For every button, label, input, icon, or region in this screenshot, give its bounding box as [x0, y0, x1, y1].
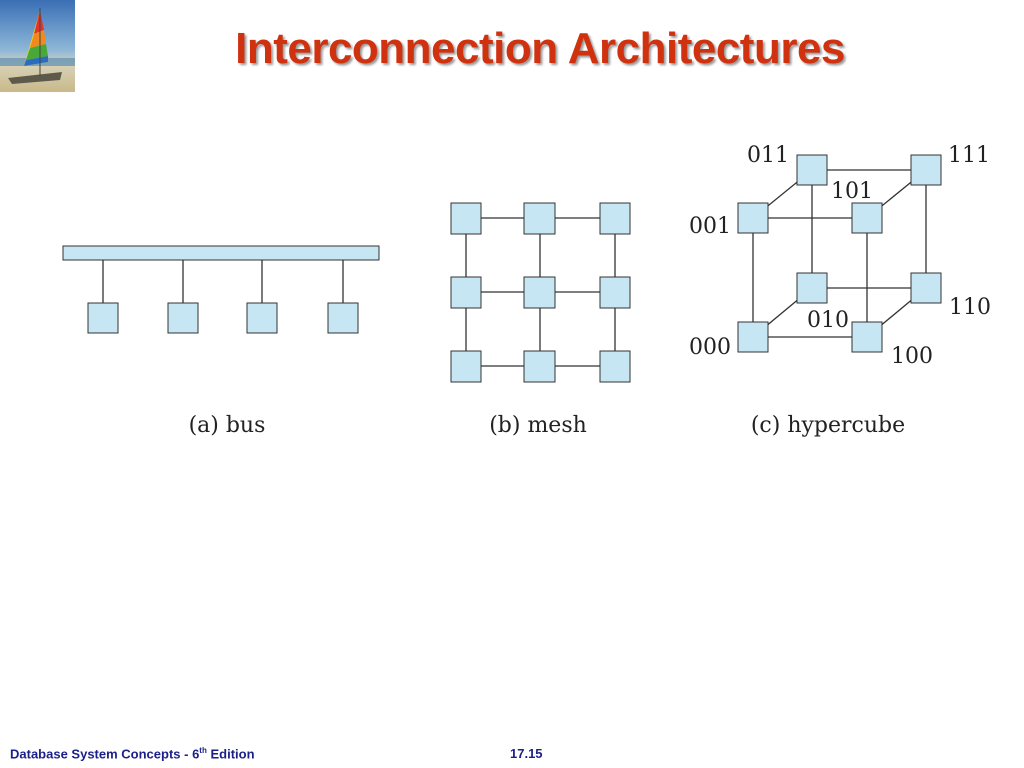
bus-node	[246, 302, 278, 334]
mesh-node	[450, 276, 482, 309]
mesh-node	[523, 350, 556, 383]
bus-node	[167, 302, 199, 334]
hypercube-node-001	[737, 202, 769, 234]
mesh-node	[599, 276, 631, 309]
footer-book-prefix: Database System Concepts - 6	[10, 746, 200, 762]
label-100: 100	[891, 344, 933, 369]
mesh-diagram: (b) mesh	[450, 202, 631, 438]
bus-caption: (a) bus	[189, 413, 266, 438]
hypercube-node-011	[796, 154, 828, 186]
label-110: 110	[949, 295, 991, 320]
label-010: 010	[807, 308, 849, 333]
mesh-node	[450, 350, 482, 383]
mesh-node	[523, 276, 556, 309]
bus-line	[62, 245, 380, 261]
hypercube-diagram: 011 111 101 001 010 110 000 100 (c) hype…	[689, 143, 991, 438]
footer-page-number: 17.15	[510, 746, 543, 761]
label-000: 000	[689, 335, 731, 360]
mesh-node	[450, 202, 482, 235]
hypercube-node-111	[910, 154, 942, 186]
bus-diagram: (a) bus	[62, 245, 380, 438]
hypercube-node-101	[851, 202, 883, 234]
mesh-caption: (b) mesh	[489, 413, 587, 438]
sailboat-logo	[0, 0, 75, 92]
label-011: 011	[747, 143, 789, 168]
footer-book-title: Database System Concepts - 6th Edition	[10, 746, 255, 761]
hypercube-node-000	[737, 321, 769, 353]
mesh-node	[599, 350, 631, 383]
hypercube-node-110	[910, 272, 942, 304]
hypercube-node-100	[851, 321, 883, 353]
bus-node	[327, 302, 359, 334]
bus-node	[87, 302, 119, 334]
label-101: 101	[831, 179, 873, 204]
footer-book-suffix: Edition	[206, 746, 255, 762]
label-001: 001	[689, 214, 731, 239]
mesh-node	[599, 202, 631, 235]
footer-book-sup: th	[199, 746, 207, 755]
label-111: 111	[948, 143, 990, 168]
hypercube-caption: (c) hypercube	[751, 413, 905, 438]
mesh-node	[523, 202, 556, 235]
slide-title: Interconnection Architectures	[235, 24, 845, 73]
hypercube-node-010	[796, 272, 828, 304]
